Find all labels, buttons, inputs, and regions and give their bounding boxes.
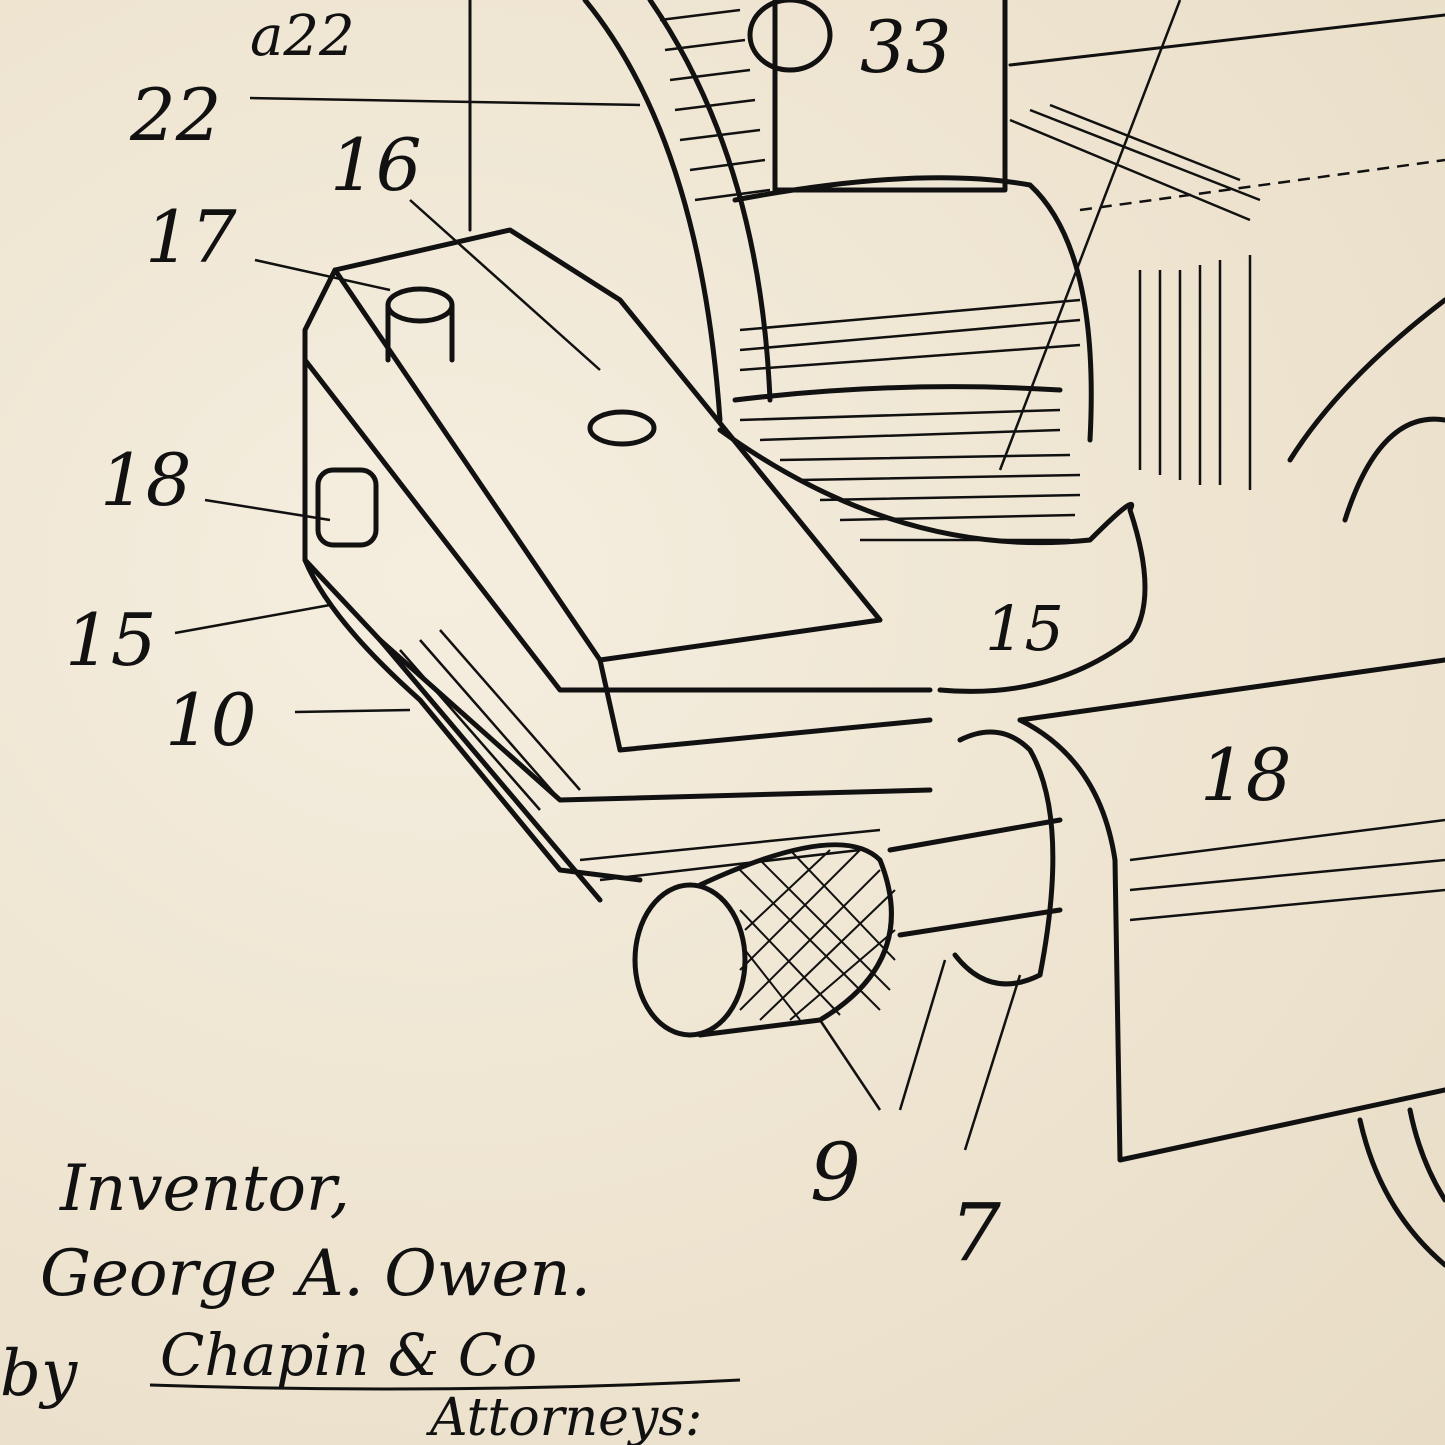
label-18-left: 18 bbox=[100, 438, 192, 522]
label-9: 9 bbox=[810, 1126, 861, 1219]
label-33: 33 bbox=[860, 5, 952, 89]
attorneys-label: Attorneys: bbox=[426, 1388, 702, 1445]
knurled-knob bbox=[739, 849, 896, 1021]
inventor-label: Inventor, bbox=[59, 1152, 350, 1226]
by-label: by bbox=[0, 1337, 78, 1411]
label-16: 16 bbox=[330, 123, 422, 207]
hatching bbox=[399, 8, 1445, 922]
label-18-right: 18 bbox=[1200, 733, 1292, 817]
label-7: 7 bbox=[950, 1186, 1001, 1279]
label-17: 17 bbox=[145, 195, 237, 279]
label-15-center: 15 bbox=[985, 592, 1064, 665]
signature-flourish bbox=[149, 1378, 741, 1391]
label-a22: a22 bbox=[250, 4, 355, 69]
label-22: 22 bbox=[129, 73, 222, 157]
leader-lines bbox=[174, 0, 1445, 1151]
attorney-signature: Chapin & Co bbox=[160, 1321, 537, 1389]
label-10: 10 bbox=[165, 678, 257, 762]
mechanism-drawing bbox=[302, 0, 1445, 1268]
label-15-left: 15 bbox=[65, 598, 157, 682]
inventor-name: George A. Owen. bbox=[40, 1237, 591, 1311]
